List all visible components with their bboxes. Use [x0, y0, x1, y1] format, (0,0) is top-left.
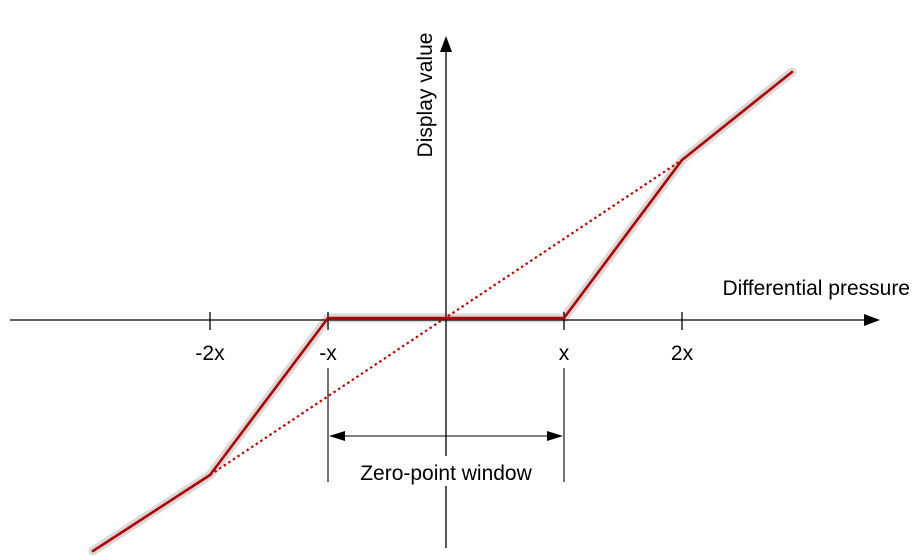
tick-label-x: x — [559, 342, 570, 365]
tick-label-minus-2x: -2x — [195, 342, 225, 365]
y-axis-label: Display value — [414, 33, 437, 158]
tick-label-plus-2x: 2x — [671, 342, 694, 365]
x-axis-label: Differential pressure — [722, 277, 910, 300]
tick-label-minus-x: -x — [319, 342, 337, 365]
window-left-arrowhead — [329, 431, 345, 441]
y-axis-arrowhead — [440, 36, 452, 52]
characteristic-line — [91, 70, 794, 553]
zero-point-window-label: Zero-point window — [360, 462, 532, 485]
window-right-arrowhead — [547, 431, 563, 441]
x-axis-arrowhead — [864, 314, 880, 326]
ideal-dotted-line — [209, 159, 683, 476]
window-label-background — [334, 456, 558, 486]
